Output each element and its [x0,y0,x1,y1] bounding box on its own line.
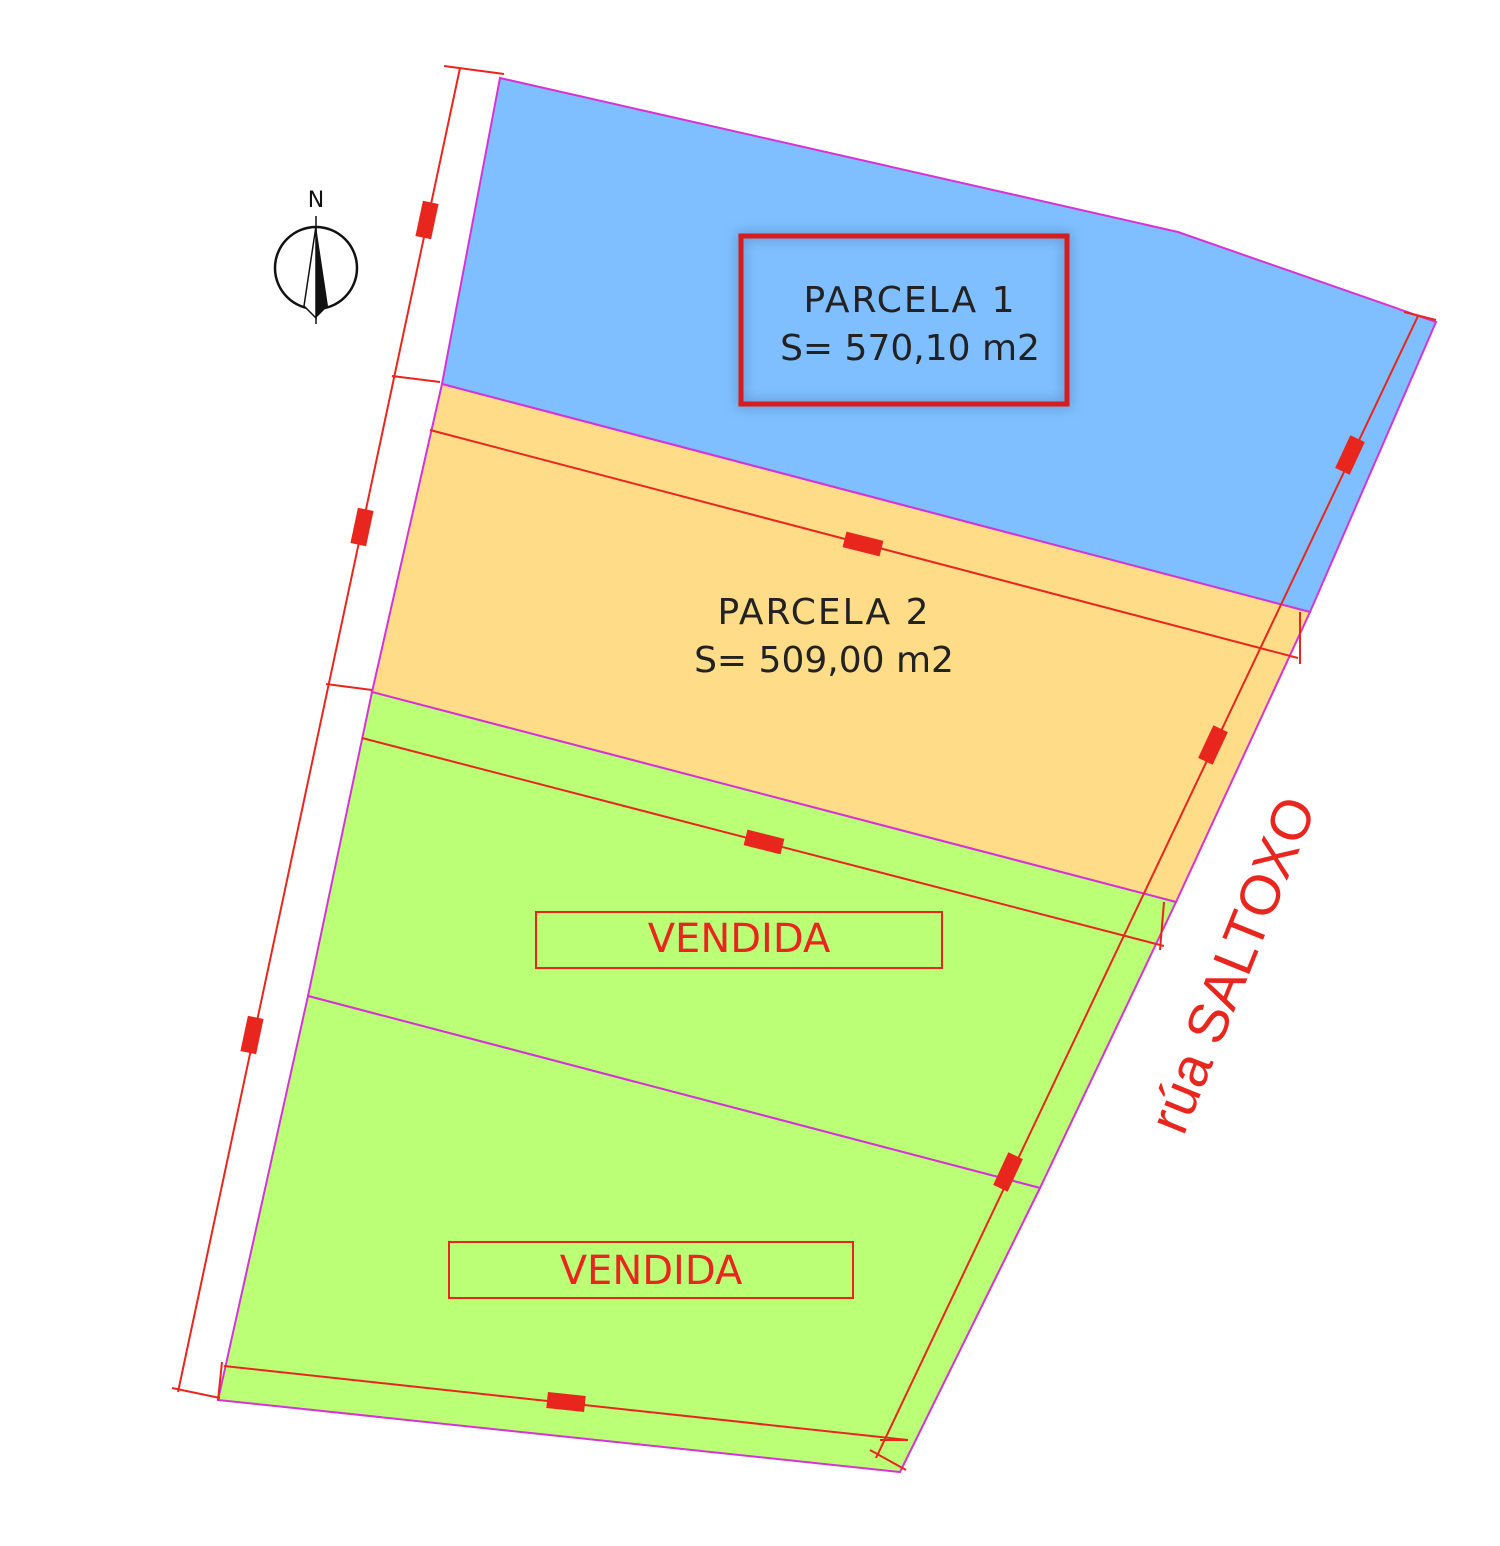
dimension-marker [842,531,884,557]
parcel-1-label: PARCELA 1 S= 570,10 m2 [738,233,1070,407]
parcels [216,76,1438,1474]
parcel-3-status: VENDIDA [648,916,831,962]
dimension-marker [743,829,785,855]
dimension-marker [240,1015,264,1055]
dimension-marker [1198,725,1228,765]
parcel-1-area[interactable] [440,76,1438,614]
parcel-4-status: VENDIDA [560,1248,743,1294]
dimension-left [177,67,461,1393]
dimension-marker [415,200,439,240]
dimension-marker [546,1392,586,1412]
parcel-2-label: PARCELA 2 S= 509,00 m2 [694,592,954,681]
parcel-2-title: PARCELA 2 [718,592,931,633]
parcel-1-highlight-box[interactable] [738,233,1070,407]
parcel-4-area[interactable] [216,994,1042,1474]
dimension-marker [993,1152,1023,1192]
dimension-marker [1335,435,1365,475]
parcel-2-area-text: S= 509,00 m2 [694,640,954,681]
parcel-3-label: VENDIDA [535,911,943,969]
dimension-markers [240,200,1365,1412]
parcel-4-label: VENDIDA [448,1241,854,1299]
dimension-marker [350,507,374,547]
parcel-1-title: PARCELA 1 [804,280,1017,321]
dimension-right [875,315,1419,1459]
compass-north-label: N [308,188,324,213]
sold-badge-3 [535,911,943,969]
parcel-1-area-text: S= 570,10 m2 [780,328,1040,369]
sold-badge-4 [448,1241,854,1299]
north-compass: N [273,188,359,324]
